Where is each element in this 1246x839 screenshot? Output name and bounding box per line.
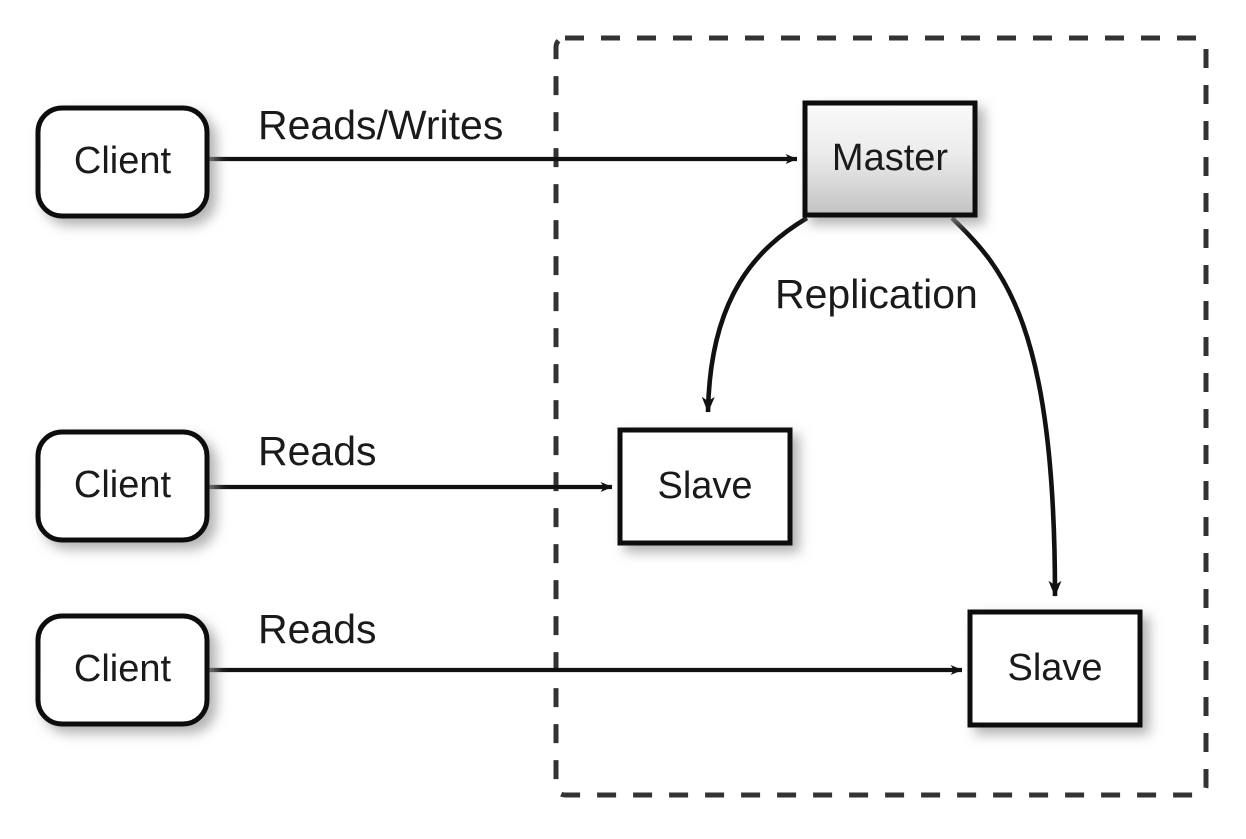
slave-node-2-label: Slave <box>1007 647 1102 689</box>
client-node-3[interactable]: Client <box>35 613 210 727</box>
edge-master-to-slave1 <box>701 216 809 413</box>
master-node-shape[interactable] <box>802 100 978 218</box>
slave-node-1-label: Slave <box>657 465 752 507</box>
client-node-2-shape[interactable] <box>35 429 210 543</box>
client-node-1-shape[interactable] <box>35 105 210 219</box>
master-node[interactable]: Master <box>802 100 978 218</box>
slave-node-1[interactable]: Slave <box>617 427 793 546</box>
slave-node-2[interactable]: Slave <box>967 609 1143 728</box>
slave-node-2-shape[interactable] <box>967 609 1143 728</box>
edge-label-reads-writes: Reads/Writes <box>258 102 503 148</box>
client-node-1-label: Client <box>74 140 172 182</box>
replication-cluster-boundary <box>553 35 1209 798</box>
client-node-1[interactable]: Client <box>35 105 210 219</box>
edge-label-reads-1: Reads <box>258 428 377 474</box>
master-node-label: Master <box>832 137 948 179</box>
edge-label-reads-2: Reads <box>258 606 377 652</box>
client-node-2-label: Client <box>74 464 172 506</box>
edge-label-replication: Replication <box>775 271 978 317</box>
slave-node-1-shape[interactable] <box>617 427 793 546</box>
client-node-2[interactable]: Client <box>35 429 210 543</box>
client-node-3-shape[interactable] <box>35 613 210 727</box>
client-node-3-label: Client <box>74 648 172 690</box>
edge-group <box>207 154 1062 675</box>
edge-master-to-slave2 <box>950 216 1062 597</box>
